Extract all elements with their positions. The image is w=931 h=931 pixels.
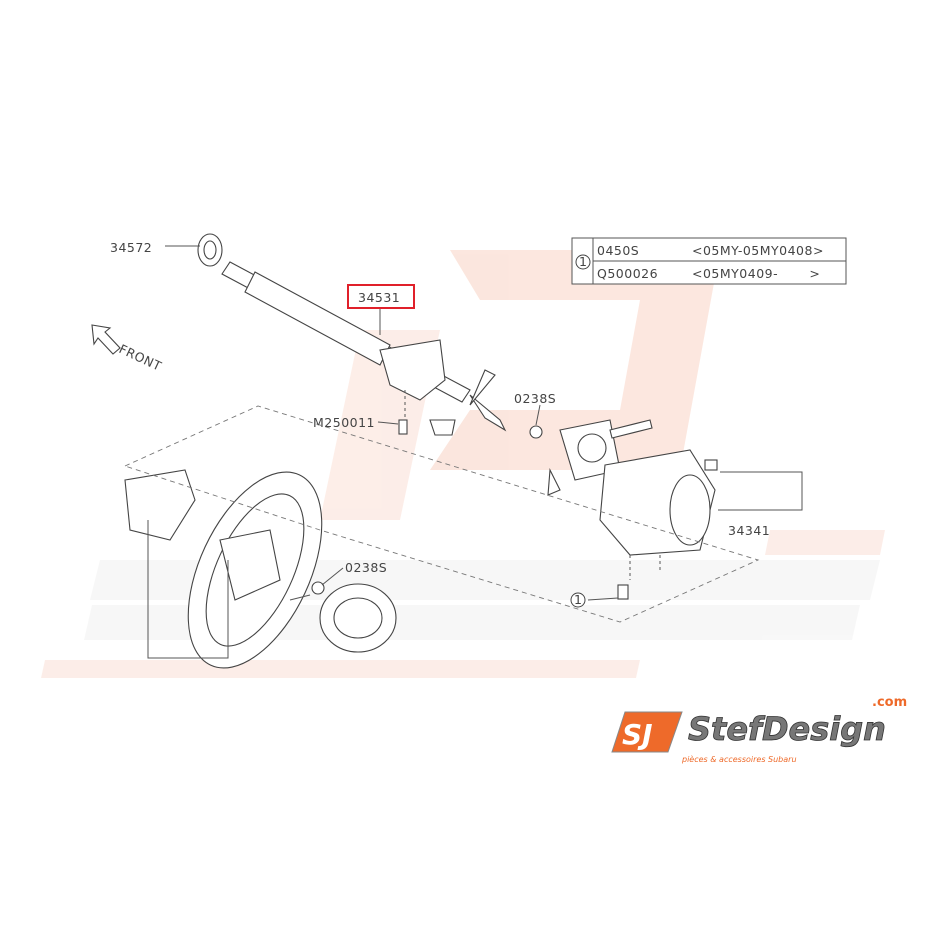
logo-tagline: pièces & accessoires Subaru <box>681 754 797 764</box>
table-ref: 1 <box>579 254 587 269</box>
watermark <box>41 250 885 678</box>
callout-0238s-lower: 0238S <box>345 560 387 575</box>
assembly-outline <box>124 405 760 623</box>
ref-circle <box>570 592 586 608</box>
stefdesign-logo: SJ StefDesign .com pièces & accessoires … <box>611 695 907 764</box>
callout-0238s-upper: 0238S <box>514 391 556 406</box>
steering-column <box>197 233 543 439</box>
table-part: Q500026 <box>597 266 658 281</box>
front-label: FRONT <box>117 341 164 374</box>
svg-text:SJ: SJ <box>622 718 653 751</box>
column-cover <box>599 449 803 600</box>
logo-suffix: .com <box>872 695 907 710</box>
callout-m250011: M250011 <box>313 415 375 430</box>
variant-table: 1 0450S <05MY-05MY0408> Q500026 <05MY040… <box>571 237 847 285</box>
logo-brand: StefDesign <box>688 710 886 748</box>
table-part: 0450S <box>597 243 639 258</box>
steering-wheel <box>124 469 397 669</box>
callout-34572: 34572 <box>110 240 152 255</box>
highlight-box <box>347 284 415 309</box>
table-range: <05MY0409- > <box>692 266 820 281</box>
table-range: <05MY-05MY0408> <box>692 243 824 258</box>
callout-34531[interactable]: 34531 <box>358 290 400 305</box>
front-arrow: FRONT <box>91 324 164 374</box>
ref-number: 1 <box>574 592 582 607</box>
callout-34341: 34341 <box>728 523 770 538</box>
